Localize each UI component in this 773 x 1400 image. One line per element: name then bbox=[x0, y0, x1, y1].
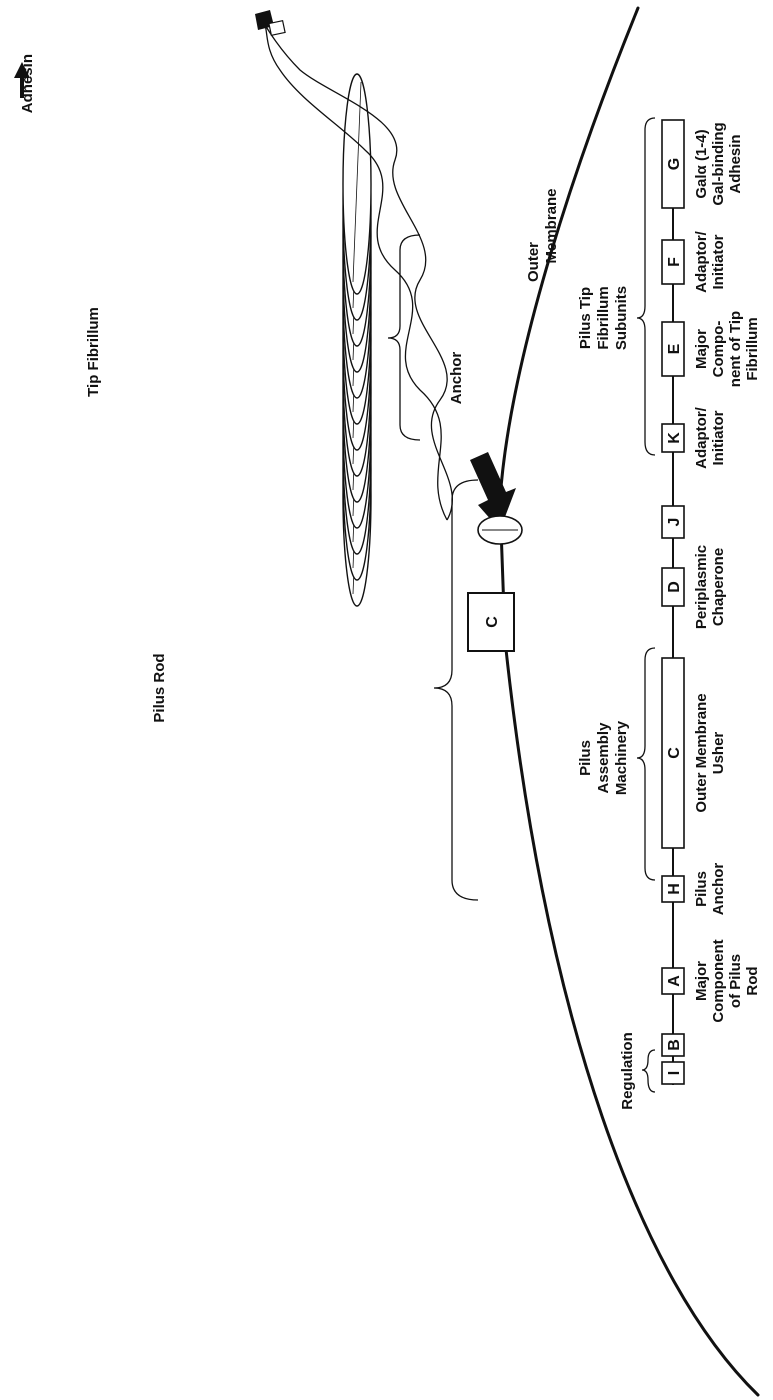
gene-desc-a: Major bbox=[693, 961, 710, 1001]
assembly-label-line1: Pilus bbox=[577, 740, 594, 776]
gene-letter-a: A bbox=[666, 975, 683, 987]
gene-desc-g: Galα (1-4) bbox=[693, 129, 710, 198]
assembly-label-line2: Assembly bbox=[595, 722, 612, 794]
regulation-label: Regulation bbox=[619, 1032, 636, 1110]
tip-subunits-label-line2: Fibrillum bbox=[595, 286, 612, 349]
gene-desc-d: Chaperone bbox=[710, 548, 727, 626]
gene-desc-a: Component bbox=[710, 939, 727, 1022]
regulation-brace bbox=[642, 1050, 655, 1092]
gene-letter-i: I bbox=[666, 1071, 683, 1075]
gene-desc-a: of Pilus bbox=[727, 954, 744, 1008]
tip-fibrillum-brace bbox=[388, 235, 420, 440]
outer-membrane-label-line2: Membrane bbox=[543, 188, 560, 263]
pilus-rod-brace bbox=[434, 480, 478, 900]
gene-letter-h: H bbox=[666, 883, 683, 895]
gene-desc-d: Periplasmic bbox=[693, 545, 710, 629]
pilus-rod-label: Pilus Rod bbox=[151, 653, 168, 722]
gene-desc-h: Pilus bbox=[693, 871, 710, 907]
gene-desc-e: nent of Tip bbox=[727, 311, 744, 387]
pilus-rod-coils bbox=[343, 74, 371, 606]
gene-desc-f: Initiator bbox=[710, 234, 727, 289]
gene-desc-k: Adaptor/ bbox=[693, 406, 710, 468]
pilus-structure bbox=[255, 10, 522, 651]
gene-desc-f: Adaptor/ bbox=[693, 230, 710, 292]
gene-letter-b: B bbox=[666, 1039, 683, 1051]
gene-letter-d: D bbox=[666, 581, 683, 593]
gene-desc-a: Rod bbox=[744, 966, 761, 995]
tip-subunits-brace bbox=[637, 118, 655, 455]
gene-letter-e: E bbox=[666, 343, 683, 354]
adhesin-tip bbox=[255, 10, 285, 35]
assembly-brace bbox=[637, 648, 655, 880]
gene-desc-h: Anchor bbox=[710, 863, 727, 916]
tip-subunits-label-line1: Pilus Tip bbox=[577, 287, 594, 349]
usher-protein-label: C bbox=[484, 616, 501, 628]
gene-letter-f: F bbox=[666, 257, 683, 267]
gene-desc-k: Initiator bbox=[710, 410, 727, 465]
tip-fibrillum-label: Tip Fibrillum bbox=[85, 307, 102, 397]
gene-desc-g: Gal-binding bbox=[710, 122, 727, 205]
gene-letter-g: G bbox=[666, 158, 683, 170]
gene-desc-c: Usher bbox=[710, 732, 727, 775]
outer-membrane-curve bbox=[500, 8, 758, 1395]
gene-letter-c: C bbox=[666, 747, 683, 759]
gene-letter-j: J bbox=[666, 518, 683, 527]
tip-subunits-label-line3: Subunits bbox=[613, 286, 630, 350]
gene-letter-k: K bbox=[666, 432, 683, 444]
gene-desc-e: Compo- bbox=[710, 321, 727, 378]
gene-desc-e: Fibrillum bbox=[744, 317, 761, 380]
outer-membrane-label-line1: Outer bbox=[525, 242, 542, 282]
anchor-label: Anchor bbox=[448, 352, 465, 405]
gene-desc-c: Outer Membrane bbox=[693, 693, 710, 812]
assembly-label-line3: Machinery bbox=[613, 720, 630, 795]
gene-desc-e: Major bbox=[693, 329, 710, 369]
gene-desc-g: Adhesin bbox=[727, 134, 744, 193]
